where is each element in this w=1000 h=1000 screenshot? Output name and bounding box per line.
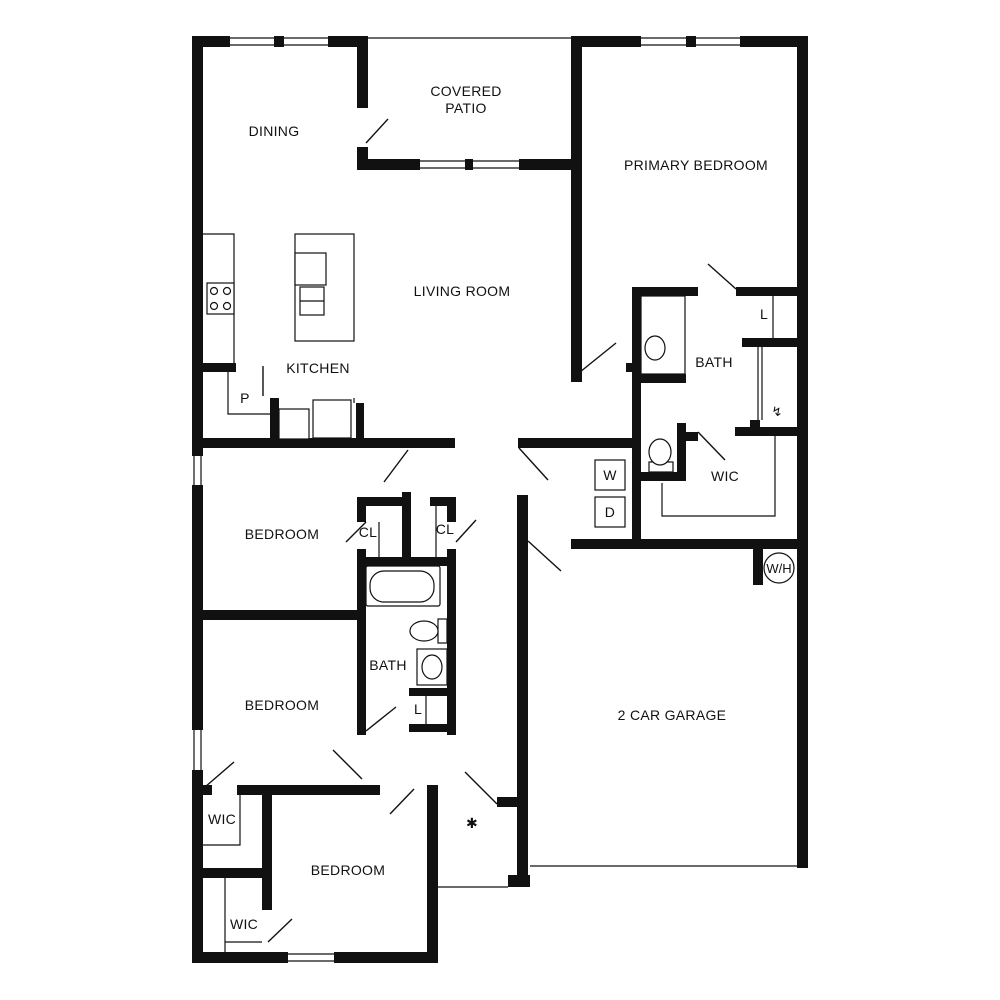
toilet-icon [409, 620, 439, 642]
label-bedroom-2: BEDROOM [245, 697, 319, 713]
label-wic-primary: WIC [711, 468, 739, 484]
label-closet-1: CL [359, 524, 378, 540]
fixtures: ↯ ✱ [203, 233, 795, 952]
fridge-icon [312, 399, 352, 439]
label-covered-patio-line2: PATIO [445, 100, 486, 116]
label-dining: DINING [249, 123, 300, 139]
label-covered-patio-line1: COVERED [430, 83, 501, 99]
label-wic-2: WIC [208, 811, 236, 827]
label-water-heater: W/H [766, 561, 791, 576]
dryer [594, 496, 626, 528]
interior-walls [192, 287, 808, 910]
sink-icon [421, 654, 443, 680]
doors [204, 118, 737, 943]
label-linen-primary: L [760, 306, 768, 322]
room-labels: COVERED PATIO DINING PRIMARY BEDROOM LIV… [208, 83, 792, 932]
washer [594, 459, 626, 491]
label-pantry: P [240, 390, 250, 406]
windows [193, 37, 797, 962]
label-washer: W [603, 467, 617, 483]
label-garage: 2 CAR GARAGE [618, 707, 727, 723]
bathtub-icon [365, 565, 441, 607]
water-heater [763, 552, 795, 584]
label-bedroom-1: BEDROOM [245, 526, 319, 542]
svg-text:↯: ↯ [772, 404, 783, 419]
label-primary-bath: BATH [695, 354, 733, 370]
stove-icon [206, 282, 235, 315]
label-linen-2: L [414, 701, 422, 717]
label-primary-bedroom: PRIMARY BEDROOM [624, 157, 768, 173]
entry-marker-icon: ✱ [466, 815, 478, 831]
toilet-icon [648, 438, 672, 466]
label-bedroom-3: BEDROOM [311, 862, 385, 878]
label-closet-2: CL [436, 521, 455, 537]
label-wic-3: WIC [230, 916, 258, 932]
label-kitchen: KITCHEN [286, 360, 350, 376]
exterior-walls [192, 36, 808, 963]
label-dryer: D [605, 504, 615, 520]
vanity [640, 295, 686, 375]
sink-icon [644, 335, 666, 361]
label-living-room: LIVING ROOM [414, 283, 511, 299]
label-bath-2: BATH [369, 657, 407, 673]
